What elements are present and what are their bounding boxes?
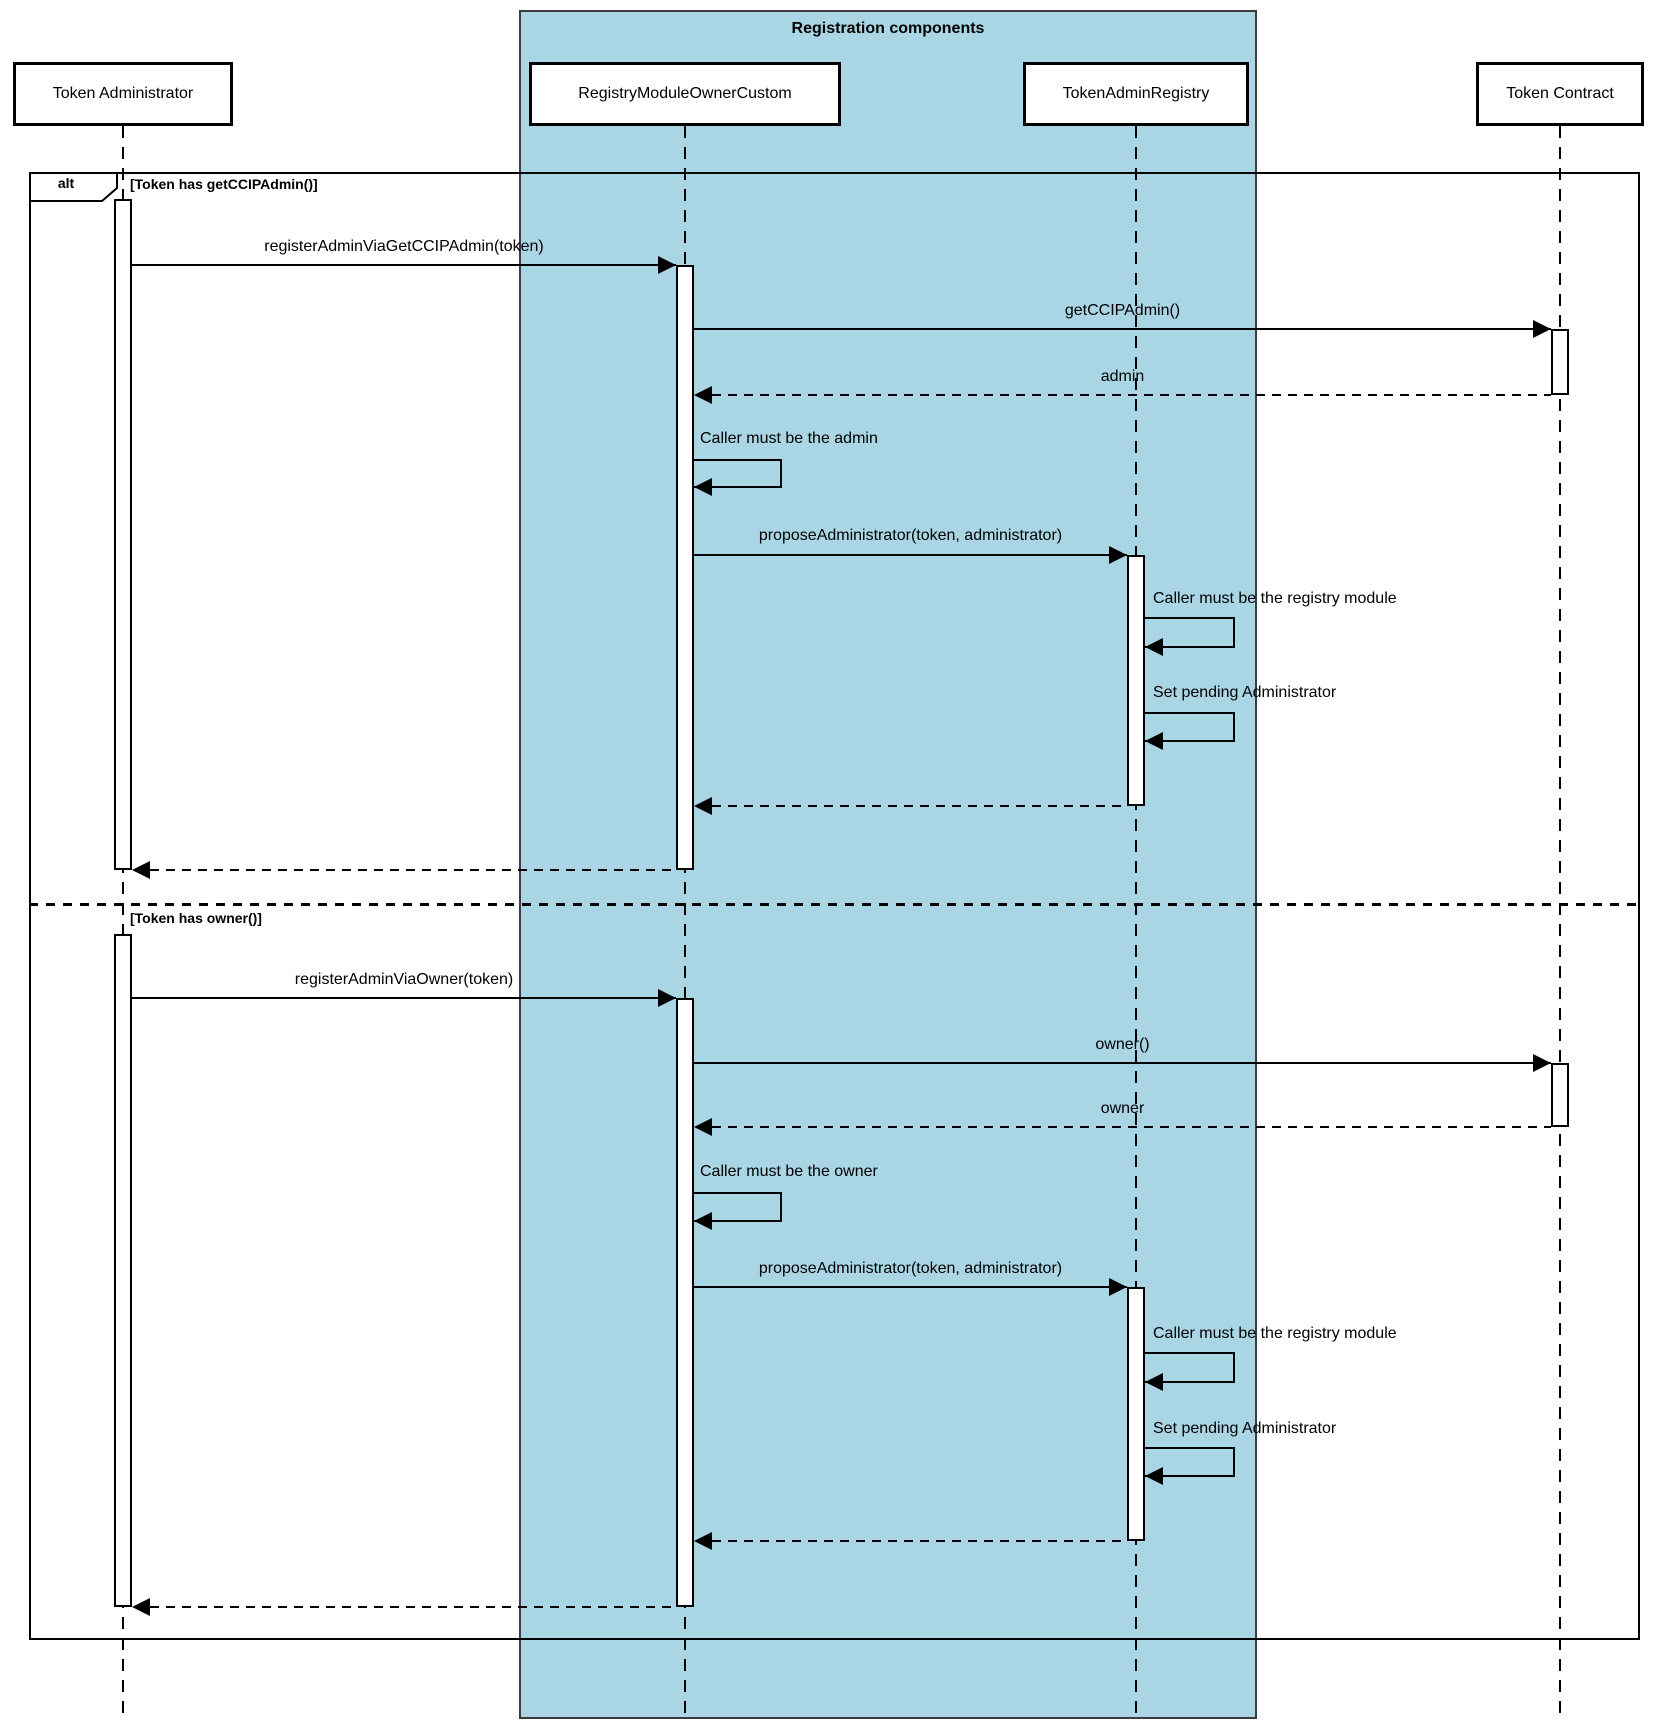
activation-token-contract-2 [1551, 1063, 1569, 1127]
alt-divider [29, 903, 1640, 906]
message-label: getCCIPAdmin() [1064, 302, 1181, 319]
self-message-label: Caller must be the owner [700, 1163, 878, 1180]
activation-registry-module-1 [676, 265, 694, 870]
activation-token-admin-registry-1 [1127, 555, 1145, 806]
arrowhead-icon [1533, 1054, 1551, 1072]
self-message-label: Caller must be the registry module [1153, 590, 1397, 607]
self-message-label: Caller must be the registry module [1153, 1325, 1397, 1342]
lifeline-token-contract [1559, 126, 1561, 1722]
return-arrow [150, 869, 676, 871]
arrowhead-icon [1145, 638, 1163, 656]
self-message-loop [1145, 1352, 1235, 1383]
participant-token-contract: Token Contract [1476, 62, 1644, 126]
return-arrow [712, 394, 1551, 396]
activation-token-contract-1 [1551, 329, 1569, 395]
message-label: owner [1100, 1100, 1145, 1117]
arrowhead-icon [1145, 1373, 1163, 1391]
return-arrow [712, 1126, 1551, 1128]
message-arrow [694, 554, 1127, 556]
self-message-loop [1145, 617, 1235, 648]
message-label: registerAdminViaOwner(token) [294, 971, 514, 988]
arrowhead-icon [694, 1212, 712, 1230]
message-arrow [694, 1286, 1127, 1288]
participant-token-administrator: Token Administrator [13, 62, 233, 126]
arrowhead-icon [1109, 1278, 1127, 1296]
arrowhead-icon [658, 256, 676, 274]
arrowhead-icon [1145, 1467, 1163, 1485]
self-message-loop [694, 459, 782, 488]
activation-token-admin-registry-2 [1127, 1287, 1145, 1541]
arrowhead-icon [1109, 546, 1127, 564]
arrowhead-icon [132, 861, 150, 879]
lifeline-token-admin-registry [1135, 126, 1137, 1722]
participant-label: TokenAdminRegistry [1062, 85, 1210, 102]
self-message-loop [1145, 712, 1235, 742]
message-arrow [694, 328, 1551, 330]
self-message-label: Caller must be the admin [700, 430, 878, 447]
return-arrow [712, 805, 1127, 807]
self-message-loop [1145, 1447, 1235, 1477]
region-title: Registration components [791, 20, 985, 37]
return-arrow [150, 1606, 676, 1608]
arrowhead-icon [132, 1598, 150, 1616]
self-message-loop [694, 1192, 782, 1222]
arrowhead-icon [694, 1118, 712, 1136]
alt-frame-tab [29, 172, 118, 202]
arrowhead-icon [1145, 732, 1163, 750]
return-arrow [712, 1540, 1127, 1542]
message-label: registerAdminViaGetCCIPAdmin(token) [264, 238, 544, 255]
arrowhead-icon [1533, 320, 1551, 338]
participant-label: RegistryModuleOwnerCustom [578, 85, 792, 102]
condition-label-1: [Token has getCCIPAdmin()] [130, 176, 318, 192]
arrowhead-icon [694, 1532, 712, 1550]
participant-label: Token Administrator [52, 85, 194, 102]
message-arrow [694, 1062, 1551, 1064]
arrowhead-icon [694, 797, 712, 815]
participant-label: Token Contract [1506, 85, 1614, 102]
message-label: admin [1100, 368, 1145, 385]
alt-operator-label: alt [57, 175, 75, 191]
condition-label-2: [Token has owner()] [130, 910, 262, 926]
message-label: owner() [1095, 1036, 1150, 1053]
activation-token-administrator-1 [114, 199, 132, 870]
participant-registry-module-owner-custom: RegistryModuleOwnerCustom [529, 62, 841, 126]
message-label: proposeAdministrator(token, administrato… [758, 527, 1063, 544]
arrowhead-icon [694, 478, 712, 496]
message-arrow [132, 997, 676, 999]
participant-token-admin-registry: TokenAdminRegistry [1023, 62, 1249, 126]
self-message-label: Set pending Administrator [1153, 1420, 1337, 1437]
lifeline-registry-module-owner-custom [684, 126, 686, 1722]
alt-frame [29, 172, 1640, 1640]
activation-token-administrator-2 [114, 934, 132, 1607]
activation-registry-module-2 [676, 998, 694, 1607]
arrowhead-icon [694, 386, 712, 404]
message-label: proposeAdministrator(token, administrato… [758, 1260, 1063, 1277]
self-message-label: Set pending Administrator [1153, 684, 1337, 701]
arrowhead-icon [658, 989, 676, 1007]
message-arrow [132, 264, 676, 266]
lifeline-token-administrator [122, 126, 124, 1722]
